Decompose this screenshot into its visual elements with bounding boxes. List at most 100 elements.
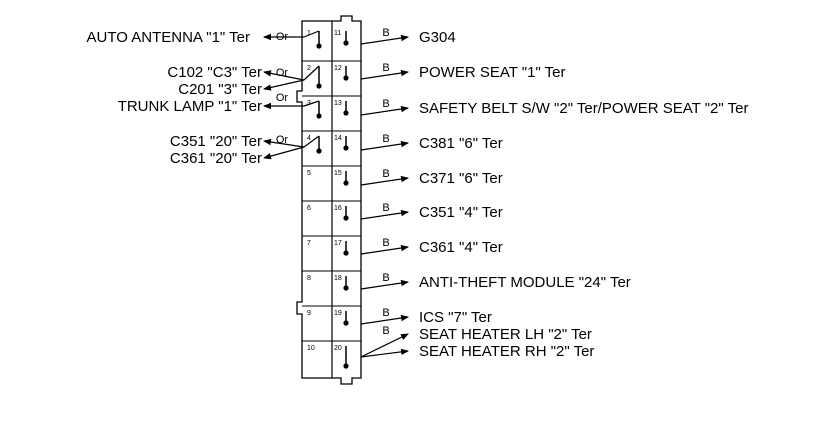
pin-dot bbox=[343, 75, 349, 81]
pin-number: 3 bbox=[307, 100, 311, 107]
pin-dot bbox=[343, 250, 349, 256]
pin-number: 17 bbox=[334, 240, 342, 247]
connection-pin-12: POWER SEAT "1" Ter B bbox=[343, 62, 566, 81]
wire-color-label: Or bbox=[276, 92, 289, 104]
wire-arrow bbox=[360, 333, 409, 358]
wire-arrow bbox=[360, 140, 409, 151]
destination-label: C361 "20" Ter bbox=[170, 150, 262, 167]
pin-number: 9 bbox=[307, 310, 311, 317]
wire-color-label: Or bbox=[276, 67, 289, 79]
wire-arrow bbox=[360, 34, 409, 45]
wire-arrow bbox=[360, 348, 409, 358]
wire bbox=[303, 30, 320, 38]
wire-color-label: B bbox=[382, 27, 389, 39]
destination-label: POWER SEAT "1" Ter bbox=[419, 64, 566, 81]
wire-color-label: B bbox=[382, 98, 389, 110]
pin-number: 14 bbox=[334, 135, 342, 142]
pin-number: 8 bbox=[307, 275, 311, 282]
pin-dot bbox=[343, 40, 349, 46]
pin-dot bbox=[343, 363, 349, 369]
pin-dot bbox=[316, 148, 322, 154]
destination-label: SEAT HEATER LH "2" Ter bbox=[419, 326, 592, 343]
connection-pin-17: C361 "4" Ter B bbox=[343, 237, 503, 256]
pin-number: 7 bbox=[307, 240, 311, 247]
connector-body bbox=[296, 15, 362, 385]
destination-label: ANTI-THEFT MODULE "24" Ter bbox=[419, 274, 631, 291]
wire-arrow bbox=[360, 279, 409, 290]
pin-number: 15 bbox=[334, 170, 342, 177]
pin-number: 6 bbox=[307, 205, 311, 212]
pin-dot bbox=[343, 180, 349, 186]
pin-dot bbox=[343, 285, 349, 291]
destination-label: C201 "3" Ter bbox=[178, 81, 262, 98]
wire-color-label: B bbox=[382, 307, 389, 319]
wire-arrow bbox=[360, 69, 409, 80]
destination-label: TRUNK LAMP "1" Ter bbox=[118, 98, 262, 115]
destination-label: C351 "4" Ter bbox=[419, 204, 503, 221]
wire-arrow bbox=[360, 105, 409, 116]
pin-dot bbox=[316, 83, 322, 89]
wire-color-label: B bbox=[382, 133, 389, 145]
wire-arrow bbox=[263, 146, 305, 160]
pin-dot bbox=[343, 215, 349, 221]
wire bbox=[303, 100, 320, 107]
wire-arrow bbox=[263, 138, 305, 148]
pin-number: 13 bbox=[334, 100, 342, 107]
pin-number: 5 bbox=[307, 170, 311, 177]
pin-number: 20 bbox=[334, 345, 342, 352]
pin-number: 16 bbox=[334, 205, 342, 212]
wire-arrow bbox=[263, 79, 305, 91]
destination-label: ICS "7" Ter bbox=[419, 309, 492, 326]
wire-arrow bbox=[360, 314, 409, 325]
wire-color-label: Or bbox=[276, 134, 289, 146]
connection-pin-19: ICS "7" Ter B bbox=[343, 307, 492, 326]
wire-color-label: B bbox=[382, 325, 389, 337]
destination-label: C371 "6" Ter bbox=[419, 170, 503, 187]
pin-number: 18 bbox=[334, 275, 342, 282]
wire-arrow bbox=[360, 209, 409, 220]
pin-dot bbox=[316, 43, 322, 49]
destination-label: C351 "20" Ter bbox=[170, 133, 262, 150]
connection-pin-1: AUTO ANTENNA "1" Ter Or bbox=[87, 29, 322, 49]
wire-arrow bbox=[263, 70, 305, 81]
destination-label: AUTO ANTENNA "1" Ter bbox=[87, 29, 250, 46]
pin-number: 1 bbox=[307, 30, 311, 37]
pin-number: 2 bbox=[307, 65, 311, 72]
connector-row-dividers bbox=[302, 60, 361, 342]
connection-pin-3: TRUNK LAMP "1" Ter Or bbox=[118, 92, 322, 119]
wire-color-label: B bbox=[382, 237, 389, 249]
connection-pin-18: ANTI-THEFT MODULE "24" Ter B bbox=[343, 272, 631, 291]
pin-number: 10 bbox=[307, 345, 315, 352]
destination-label: SEAT HEATER RH "2" Ter bbox=[419, 343, 594, 360]
wire bbox=[303, 65, 320, 81]
wire-arrow bbox=[360, 175, 409, 186]
destination-label: C361 "4" Ter bbox=[419, 239, 503, 256]
wire-color-label: B bbox=[382, 272, 389, 284]
wire-color-label: B bbox=[382, 62, 389, 74]
pin-dot bbox=[343, 145, 349, 151]
wire bbox=[303, 135, 320, 148]
connection-pin-16: C351 "4" Ter B bbox=[343, 202, 503, 221]
connection-pin-11: G304 B bbox=[343, 27, 456, 46]
pin-number: 4 bbox=[307, 135, 311, 142]
destination-label: G304 bbox=[419, 29, 456, 46]
wire-arrow bbox=[360, 244, 409, 255]
destination-label: SAFETY BELT S/W "2" Ter/POWER SEAT "2" T… bbox=[419, 100, 748, 117]
connection-pin-13: SAFETY BELT S/W "2" Ter/POWER SEAT "2" T… bbox=[343, 98, 748, 117]
pin-number: 11 bbox=[334, 30, 341, 37]
pin-number: 12 bbox=[334, 65, 342, 72]
pin-dot bbox=[343, 320, 349, 326]
destination-label: C102 "C3" Ter bbox=[167, 64, 262, 81]
pin-dot bbox=[316, 113, 322, 119]
wire-color-label: Or bbox=[276, 31, 289, 43]
wire-color-label: B bbox=[382, 202, 389, 214]
